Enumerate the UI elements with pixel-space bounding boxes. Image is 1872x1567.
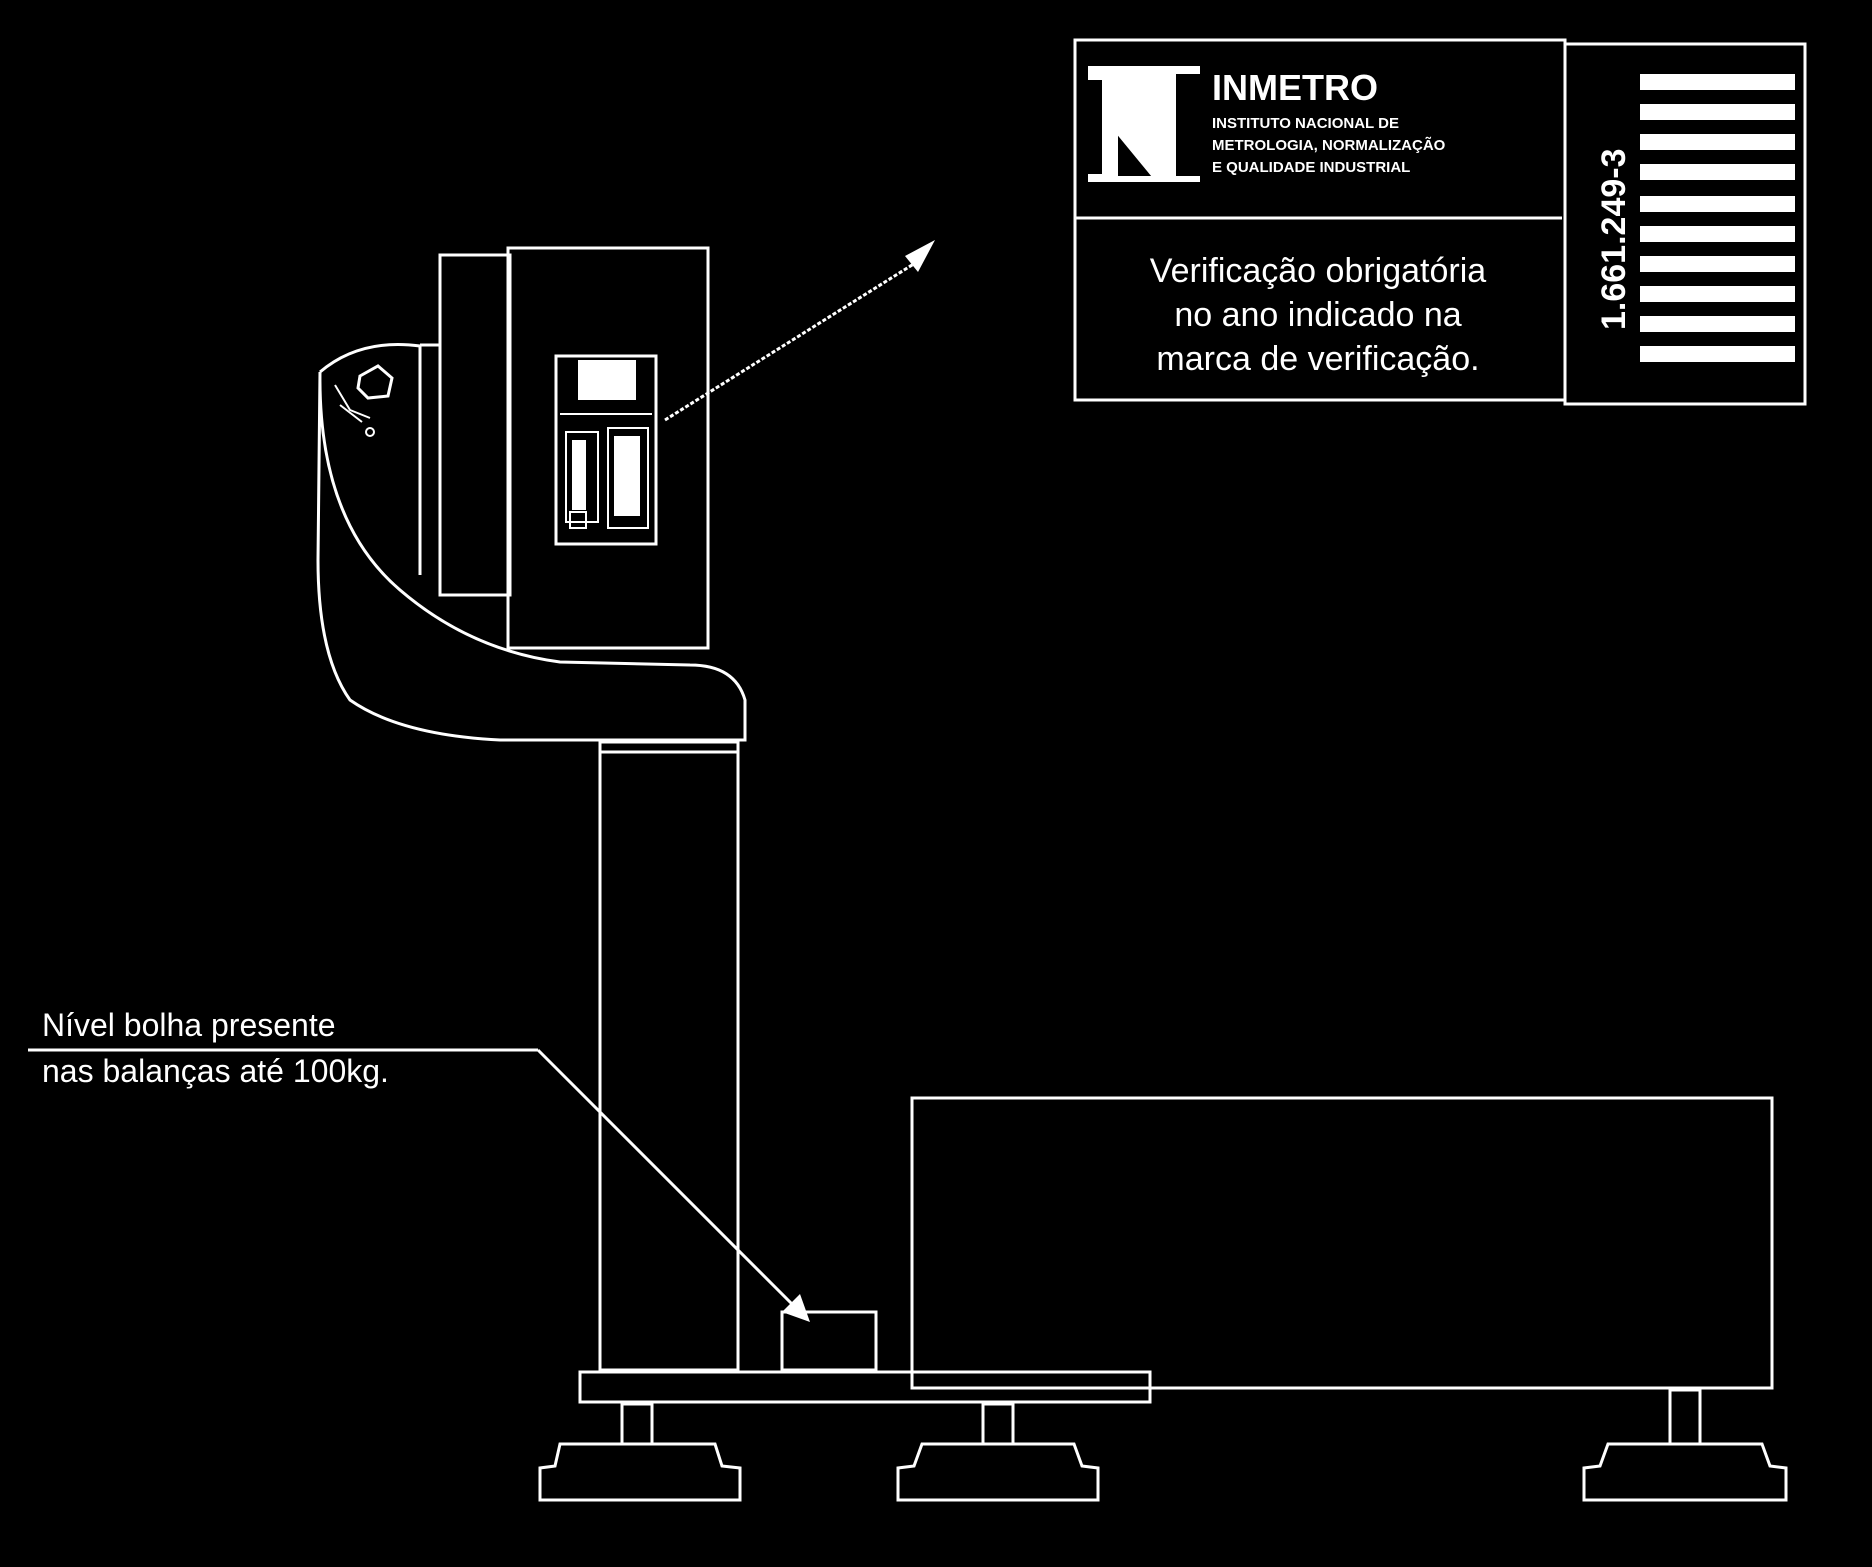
foot-right — [1582, 1388, 1788, 1502]
foot-middle — [896, 1402, 1100, 1502]
callout-line-2: nas balanças até 100kg. — [42, 1053, 389, 1089]
inmetro-label: INMETRO INSTITUTO NACIONAL DE METROLOGIA… — [1073, 38, 1807, 406]
serial-number: 1.661.249-3 — [1595, 149, 1633, 331]
callout-leader — [536, 1048, 802, 1314]
bubble-level-callout: Nível bolha presente nas balanças até 10… — [28, 1007, 810, 1322]
institute-line-2: METROLOGIA, NORMALIZAÇÃO — [1212, 136, 1446, 154]
weighing-platform — [910, 1096, 1774, 1390]
verification-stripes — [1640, 74, 1795, 362]
label-side-box — [1563, 42, 1807, 406]
head-rear-block — [438, 253, 512, 597]
bubble-level-icon — [780, 1310, 878, 1372]
callout-arrowhead-icon — [782, 1294, 810, 1322]
scale-base — [538, 1096, 1788, 1502]
verification-line-2: no ano indicado na — [1174, 296, 1461, 334]
institute-line-3: E QUALIDADE INDUSTRIAL — [1212, 159, 1410, 176]
foot-left — [538, 1402, 742, 1502]
verification-line-3: marca de verificação. — [1156, 340, 1479, 378]
support-column — [598, 740, 740, 1372]
display-panel — [554, 354, 658, 546]
inmetro-brand: INMETRO — [1212, 67, 1378, 108]
head-front-panel — [506, 246, 710, 650]
indicator-arm — [316, 371, 747, 742]
indicator-head — [316, 246, 747, 742]
institute-line-1: INSTITUTO NACIONAL DE — [1212, 115, 1399, 132]
leader-arrow-icon — [664, 240, 935, 422]
callout-line-1: Nível bolha presente — [42, 1007, 336, 1043]
adjust-knob-icon — [334, 364, 394, 437]
verification-line-1: Verificação obrigatória — [1150, 252, 1487, 290]
inmetro-logo — [1088, 66, 1200, 182]
